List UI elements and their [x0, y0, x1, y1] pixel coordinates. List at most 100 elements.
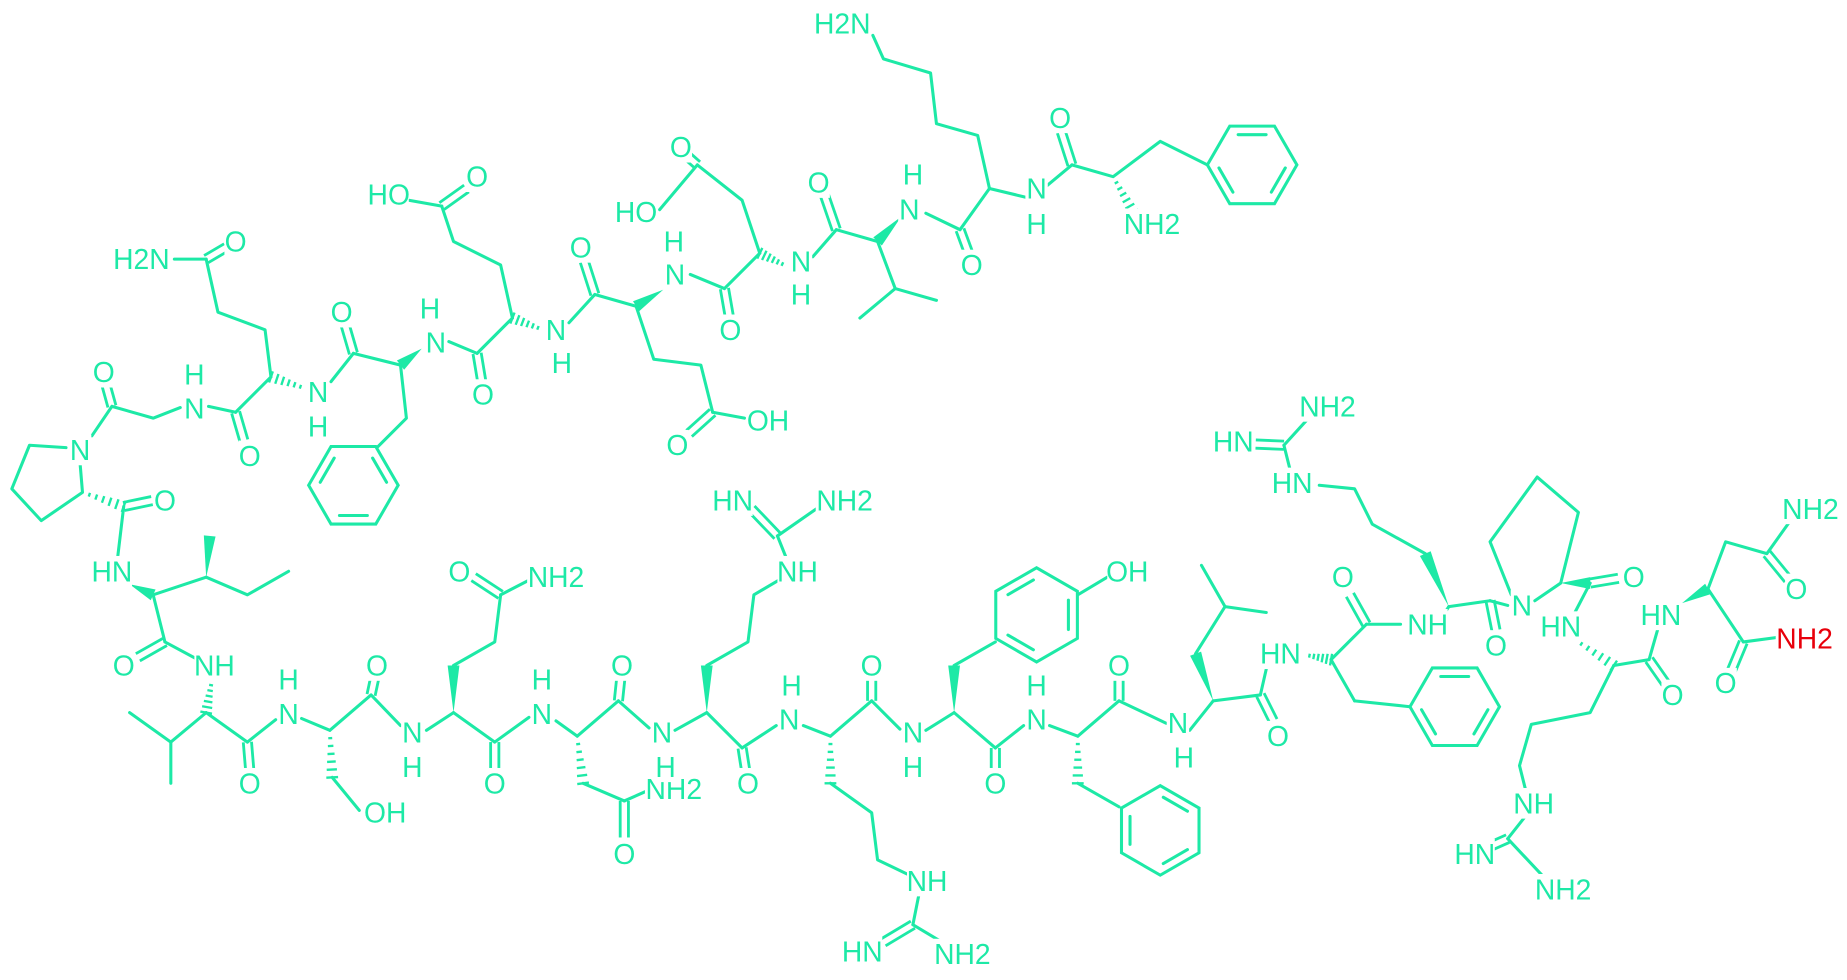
bond-line [1644, 661, 1664, 687]
hash-line [1591, 648, 1598, 657]
benzene-ring [1205, 124, 1299, 206]
label-backdrop [777, 555, 818, 587]
label-backdrop [1025, 173, 1048, 204]
hashed-bond [1071, 742, 1084, 785]
hash-line [201, 705, 213, 710]
chain-bond [375, 363, 408, 450]
chain-bond [1517, 663, 1616, 791]
chain-bond [10, 443, 85, 523]
label-backdrop [1025, 670, 1048, 701]
atom-label: NH2 [528, 561, 585, 593]
hash-line [114, 498, 120, 510]
wedge-bond [1419, 551, 1449, 607]
chain-bond [871, 33, 991, 190]
single-bond [451, 711, 497, 744]
atom-label: O [1049, 102, 1071, 134]
single-bond [801, 724, 832, 738]
double-bond [1484, 599, 1502, 632]
bond-line [621, 678, 627, 702]
bond-line [238, 410, 250, 440]
bond-line [100, 385, 110, 408]
double-bond [718, 287, 735, 317]
label-backdrop [277, 664, 300, 695]
single-bond [1353, 699, 1412, 709]
double-bond [489, 742, 501, 771]
single-bond [993, 724, 1026, 750]
atom-label: N [278, 698, 298, 730]
bond-line [578, 262, 593, 297]
wedge-bond [873, 216, 902, 246]
chain-bond [204, 569, 291, 597]
bond-line [880, 919, 912, 940]
single-bond [616, 699, 651, 730]
bond-line [230, 413, 242, 443]
hash-line [1316, 653, 1320, 661]
atom-label: NH2 [816, 485, 873, 517]
label-backdrop [1534, 873, 1592, 905]
atom-label: H [278, 664, 298, 696]
chain-bond [634, 304, 715, 414]
atom-label: NH [1513, 787, 1554, 819]
hash-line [100, 495, 106, 504]
atom-label: HN [1260, 638, 1301, 670]
atom-label: HO [615, 196, 657, 228]
atom-label: H [781, 670, 801, 702]
double-bond [1345, 592, 1372, 627]
single-bond [740, 724, 778, 750]
single-bond [204, 711, 249, 744]
bond-line [718, 289, 727, 317]
bond-line [203, 242, 225, 257]
hash-line [207, 688, 214, 693]
label-backdrop [1785, 573, 1808, 605]
single-bond [329, 351, 355, 384]
double-bond [736, 747, 752, 772]
bond-line [1762, 555, 1786, 584]
label-backdrop [544, 314, 568, 346]
bond-line [1726, 639, 1741, 670]
label-backdrop [1025, 704, 1048, 735]
atom-label: HN [1272, 467, 1313, 499]
wedge-bond [700, 665, 713, 713]
single-bond [1647, 625, 1661, 662]
single-bond [424, 711, 456, 732]
single-bond [1042, 163, 1074, 190]
single-bond [1472, 708, 1490, 736]
single-bond [245, 718, 278, 744]
single-bond [328, 693, 373, 732]
single-bond [1573, 581, 1592, 615]
atom-label: H [1026, 670, 1046, 702]
single-bond [722, 251, 762, 291]
hashed-bond [87, 492, 127, 513]
single-bond [1282, 417, 1310, 447]
single-bond [1076, 699, 1121, 738]
atom-label: HN [92, 555, 133, 587]
hash-line [536, 325, 540, 331]
atom-label: O [1485, 629, 1507, 661]
atom-label: N [546, 314, 566, 346]
hash-line [514, 314, 521, 326]
atom-label: NH2 [934, 938, 991, 970]
label-backdrop [666, 429, 689, 461]
atom-label: H [791, 278, 811, 310]
single-bond [1329, 622, 1368, 662]
hash-line [765, 253, 772, 262]
atom-label: N [184, 393, 204, 425]
hash-line [286, 379, 291, 387]
hash-line [94, 494, 99, 501]
label-backdrop [1107, 650, 1131, 681]
atom-label: O [113, 650, 135, 682]
bond-line [685, 408, 711, 432]
atom-label: N [1026, 172, 1046, 204]
hash-line [530, 322, 535, 329]
single-bond [1282, 443, 1292, 471]
hash-line [87, 492, 92, 497]
label-backdrop [610, 650, 634, 681]
hash-line [1116, 186, 1123, 191]
chain-bond [110, 404, 182, 420]
double-bond [470, 572, 504, 600]
benzene-ring [1408, 666, 1502, 748]
single-bond [1161, 795, 1189, 813]
label-backdrop [616, 196, 657, 228]
atom-label: HN [712, 485, 753, 517]
